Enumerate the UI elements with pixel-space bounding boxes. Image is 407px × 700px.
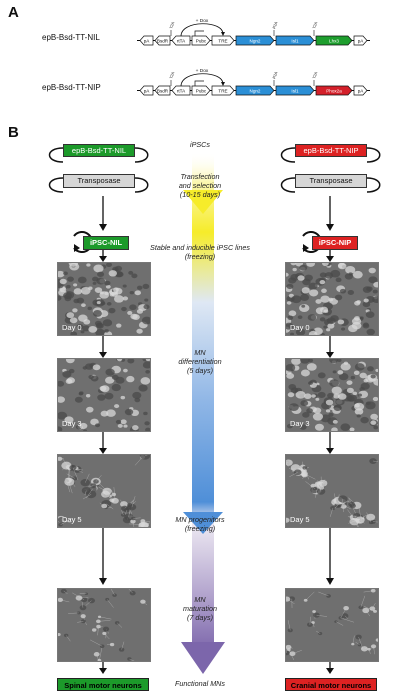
construct-element-label: Pubc [196,39,207,44]
step-mn-progenitors: MN progenitors (freezing) [175,515,225,533]
panel-a-letter: A [8,4,19,21]
left-micrograph-day3: Day 3 [57,358,151,432]
right-micrograph-day3: Day 3 [285,358,379,432]
construct-element-label: pA [358,89,365,94]
construct-element-label: Ngn2 [250,39,261,44]
construct-element-label: TRE [218,89,227,94]
dox-label: + Dox [196,18,209,24]
construct-element-label: Ngn2 [250,89,261,94]
construct-element [211,85,235,96]
construct-element [275,85,315,96]
construct-element [315,35,353,46]
construct-element-label: pA [144,39,151,44]
construct-nil-map: pA BsdR rtTA Pubc TRE Ngn2 Isl1 Lhx3 pA T2A P2A T2A… [137,18,370,46]
peptide-label: T2A [312,21,318,29]
left-transposase-loop [48,177,64,193]
step-ipscs: iPSCs [190,140,210,149]
left-day3-label: Day 3 [62,419,82,428]
step-stable-lines: Stable and inducible iPSC lines (freezin… [150,243,250,261]
construct-element-label: pA [358,39,365,44]
construct-nil-label: epB-Bsd-TT-NIL [42,33,100,42]
left-day0-label: Day 0 [62,323,82,332]
construct-element [353,35,368,46]
right-plasmid-box: epB-Bsd-TT-NIP [295,144,367,157]
peptide-label: T2A [312,71,318,79]
left-micrograph-day0: Day 0 [57,262,151,336]
peptide-label: T2A [169,71,175,79]
step-mn-differentiation: MN differentiation (5 days) [178,348,222,375]
construct-nip-label: epB-Bsd-TT-NIP [42,83,101,92]
left-day5-label: Day 5 [62,515,82,524]
construct-element [139,85,154,96]
right-day5-label: Day 5 [290,515,310,524]
left-plasmid-loop [48,147,64,163]
construct-element-label: Lhx3 [329,39,339,44]
construct-element [154,85,171,96]
right-transposase-loop [280,177,296,193]
construct-element-label: pA [144,89,151,94]
construct-element [154,35,171,46]
construct-element [235,35,275,46]
construct-nip-map: pA BsdR rtTA Pubc TRE Ngn2 Isl1 Phox2a pA T2A P2A T… [137,68,370,96]
construct-element [139,35,154,46]
construct-element-label: Pubc [196,89,207,94]
center-gradient-arrow [181,152,225,674]
peptide-label: T2A [169,21,175,29]
construct-element-label: Isl1 [291,39,299,44]
construct-element [191,85,211,96]
construct-element-label: Phox2a [326,89,342,94]
left-micrograph-day5: Day 5 [57,454,151,528]
step-functional-mns: Functional MNs [175,679,225,688]
dox-label: + Dox [196,68,209,74]
construct-element [275,35,315,46]
right-transposase-box: Transposase [295,174,367,188]
construct-element-label: rtTA [177,39,186,44]
construct-element-label: TRE [218,39,227,44]
construct-element [191,35,211,46]
peptide-label: P2A [272,21,278,30]
dox-arc [180,23,224,37]
construct-element [315,85,353,96]
spinal-motor-neurons-label: Spinal motor neurons [57,678,149,691]
construct-element-label: Isl1 [291,89,299,94]
right-micrograph-mature [285,588,379,662]
right-micrograph-day0: Day 0 [285,262,379,336]
construct-element-label: BsdR [157,89,169,94]
left-plasmid-box: epB-Bsd-TT-NIL [63,144,135,157]
step-transfection: Transfection and selection (10-15 days) [178,172,222,199]
construct-element [235,85,275,96]
construct-element [211,35,235,46]
right-day3-label: Day 3 [290,419,310,428]
construct-element-label: rtTA [177,89,186,94]
right-plasmid-loop [280,147,296,163]
right-ipsc-line-box: iPSC-NIP [312,236,358,250]
left-micrograph-mature [57,588,151,662]
left-transposase-box: Transposase [63,174,135,188]
right-day0-label: Day 0 [290,323,310,332]
construct-element [353,85,368,96]
panel-b-letter: B [8,124,19,141]
cranial-motor-neurons-label: Cranial motor neurons [285,678,377,691]
step-mn-maturation: MN maturation (7 days) [183,595,217,622]
construct-element [171,85,191,96]
construct-element-label: BsdR [157,39,169,44]
left-ipsc-line-box: iPSC-NIL [83,236,129,250]
construct-element [171,35,191,46]
right-micrograph-day5: Day 5 [285,454,379,528]
peptide-label: P2A [272,71,278,80]
dox-arc [180,73,224,87]
